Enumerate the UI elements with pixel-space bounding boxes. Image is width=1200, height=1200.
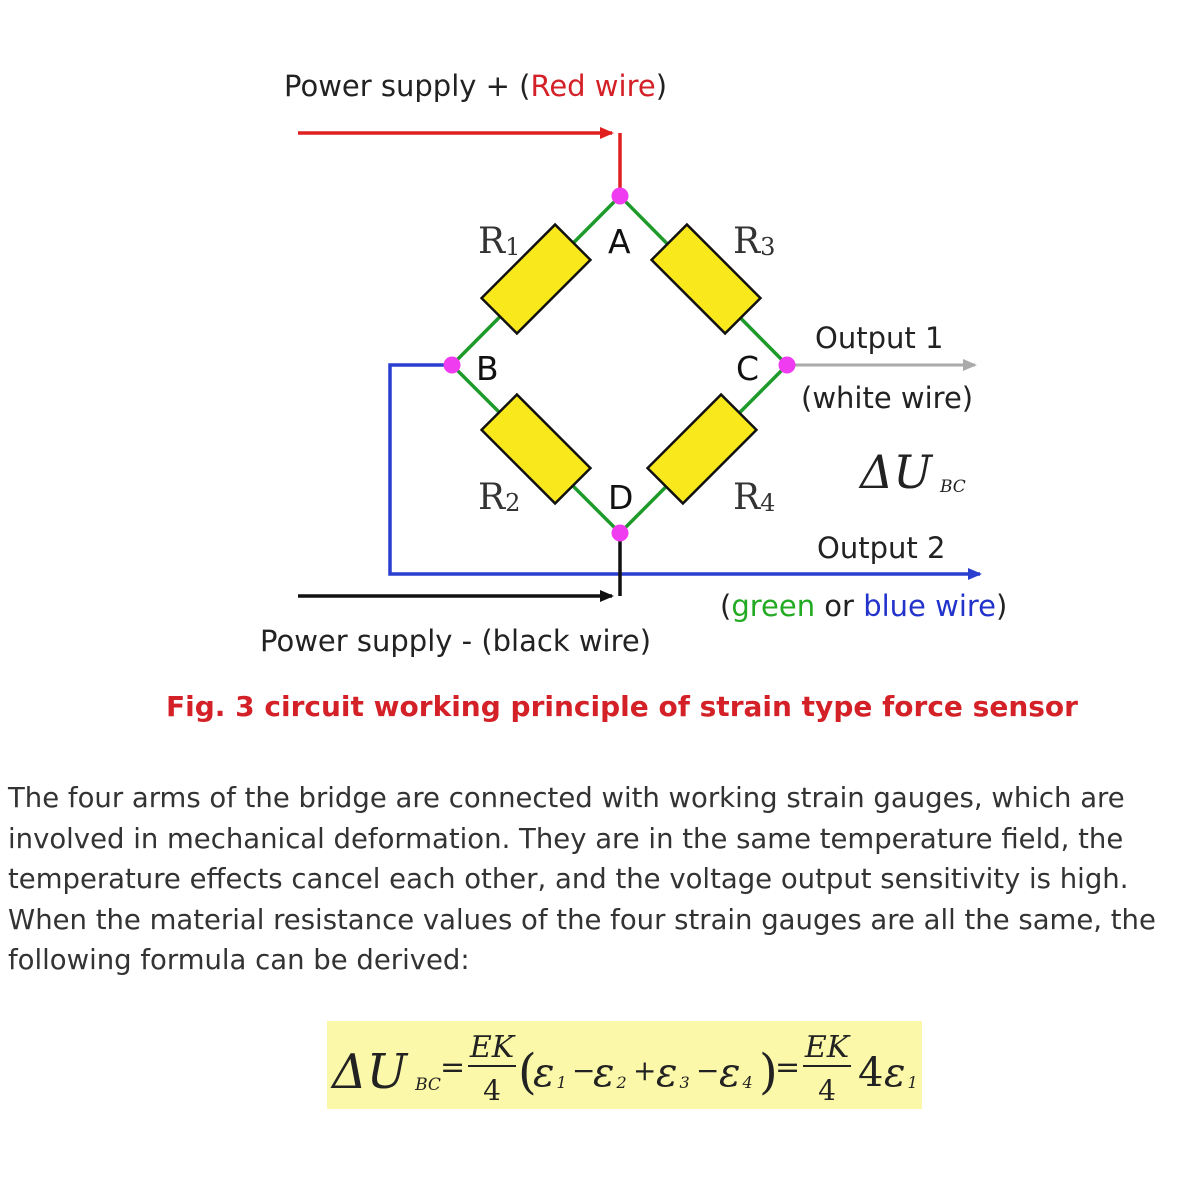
output2-label: Output 2 xyxy=(817,531,945,565)
resistor-label-r1-letter: R xyxy=(478,221,506,262)
node-label-b: B xyxy=(476,349,499,388)
node-dot-a xyxy=(611,187,629,205)
formula-lhs-text: ΔU xyxy=(330,1044,409,1100)
formula-coefficient: 4 xyxy=(858,1050,883,1096)
output2-wire-label: (green or blue wire) xyxy=(720,589,1007,623)
red-wire-label: Red wire xyxy=(530,69,655,103)
resistor-label-r3-index: 3 xyxy=(760,233,775,261)
node-dot-b xyxy=(443,356,461,374)
output2-close-paren: ) xyxy=(996,589,1007,623)
formula-minus-2: − xyxy=(696,1054,719,1087)
delta-u-subscript: BC xyxy=(939,477,966,497)
blue-wire-label: blue wire xyxy=(863,589,996,623)
formula-lhs-subscript: BC xyxy=(414,1075,441,1095)
formula-frac1-numerator: EK xyxy=(469,1030,516,1065)
formula-frac2-numerator: EK xyxy=(804,1030,851,1065)
node-dot-d xyxy=(611,524,629,542)
formula-epsilon-1-sub: 1 xyxy=(556,1073,566,1092)
output2-or: or xyxy=(815,589,863,623)
resistor-r2 xyxy=(479,392,593,506)
formula-epsilon-3-sub: 3 xyxy=(679,1073,689,1092)
resistor-label-r2-letter: R xyxy=(478,477,506,518)
node-label-d: D xyxy=(608,478,633,517)
node-label-c: C xyxy=(736,349,759,388)
formula-equals-2: = xyxy=(775,1050,800,1085)
formula-frac2-denominator: 4 xyxy=(818,1074,836,1107)
formula-open-paren: ( xyxy=(518,1044,537,1100)
resistor-label-r2-index: 2 xyxy=(505,489,520,517)
formula-plus: + xyxy=(633,1054,656,1087)
resistor-r1 xyxy=(479,222,593,336)
formula-epsilon-2-symbol: ε xyxy=(593,1050,614,1096)
formula-final-epsilon-sub: 1 xyxy=(907,1073,917,1092)
power-plus-label-text: Power supply + ( xyxy=(284,69,530,103)
formula-final-epsilon-symbol: ε xyxy=(884,1050,905,1096)
output1-wire-label: (white wire) xyxy=(801,381,973,415)
node-dot-c xyxy=(778,356,796,374)
power-plus-label: Power supply + (Red wire) xyxy=(284,69,667,103)
resistor-r4 xyxy=(645,392,759,506)
formula-epsilon-4-symbol: ε xyxy=(719,1050,740,1096)
formula-equals-1: = xyxy=(440,1050,465,1085)
output2-open-paren: ( xyxy=(720,589,731,623)
formula-epsilon-4-sub: 4 xyxy=(741,1073,752,1092)
formula-minus-1: − xyxy=(572,1054,595,1087)
resistor-label-r3-letter: R xyxy=(733,221,761,262)
blue-wire xyxy=(388,363,982,580)
formula-close-paren: ) xyxy=(759,1044,778,1100)
power-minus-label: Power supply - (black wire) xyxy=(260,624,651,658)
formula-epsilon-1-symbol: ε xyxy=(533,1050,554,1096)
formula-epsilon-3-symbol: ε xyxy=(656,1050,677,1096)
output1-label: Output 1 xyxy=(815,321,943,355)
formula-epsilon-2-sub: 2 xyxy=(615,1073,626,1092)
resistor-label-r1: R1 xyxy=(478,221,520,262)
formula-frac1-denominator: 4 xyxy=(483,1074,501,1107)
node-label-a: A xyxy=(608,222,631,261)
resistor-label-r3: R3 xyxy=(733,221,775,262)
resistor-label-r4-index: 4 xyxy=(760,489,775,517)
green-wire-label: green xyxy=(731,589,815,623)
resistor-label-r2: R2 xyxy=(478,477,520,518)
resistor-label-r4-letter: R xyxy=(733,477,761,518)
figure-caption: Fig. 3 circuit working principle of stra… xyxy=(166,690,1078,723)
explanation-paragraph: The four arms of the bridge are connecte… xyxy=(8,782,1156,976)
resistor-label-r1-index: 1 xyxy=(505,233,520,261)
power-plus-label-close: ) xyxy=(656,69,667,103)
resistor-label-r4: R4 xyxy=(733,477,775,518)
delta-u-text: ΔU xyxy=(858,445,934,499)
resistor-r3 xyxy=(649,222,763,336)
